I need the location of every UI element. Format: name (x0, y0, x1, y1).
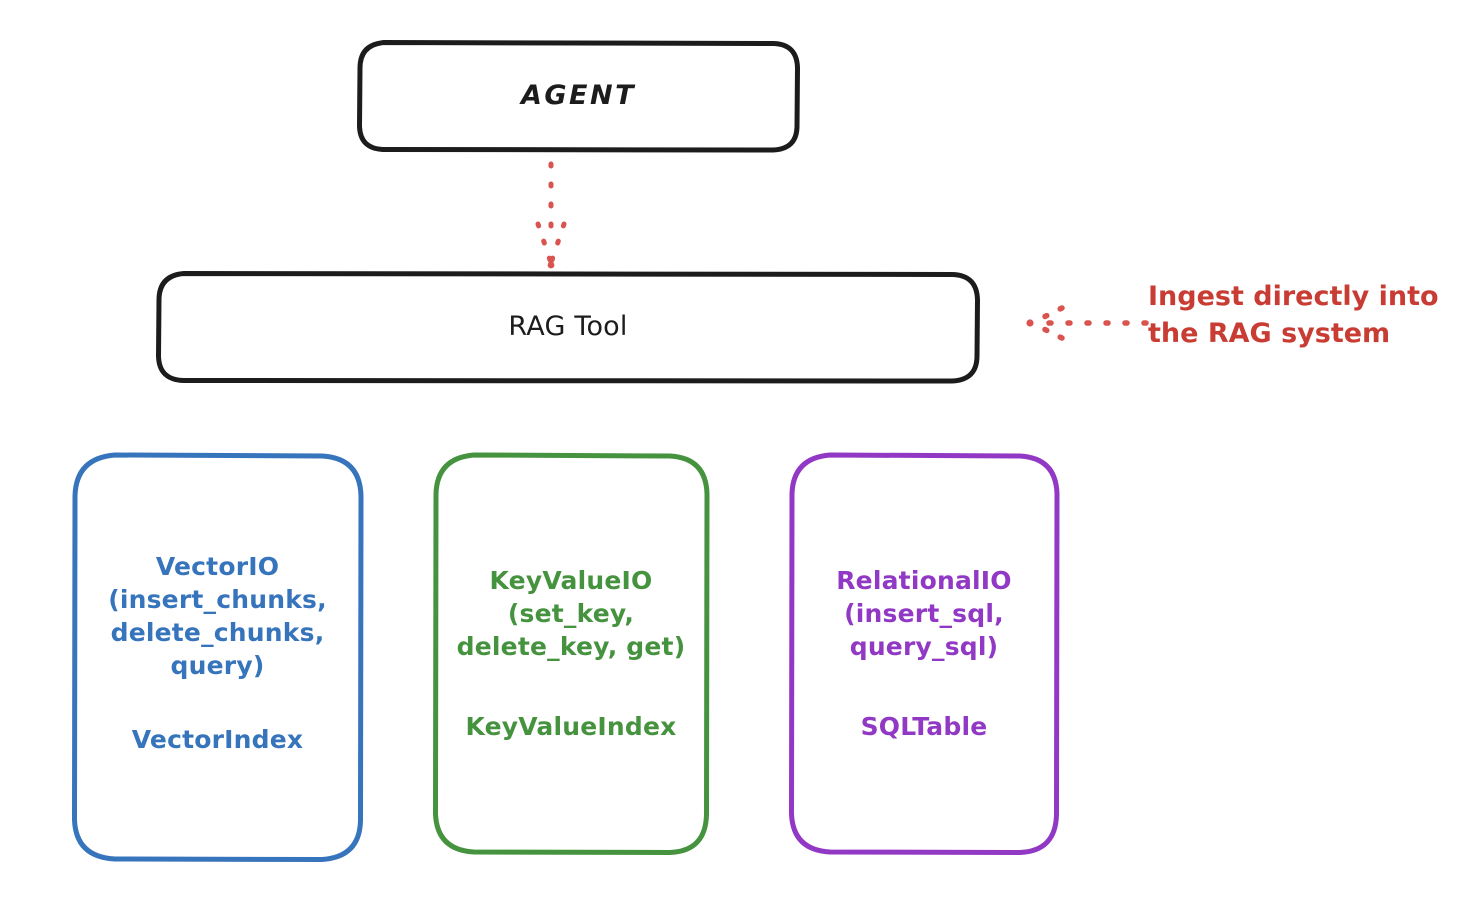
key-value-io-text-block: KeyValueIO (set_key, delete_key, get) Ke… (457, 452, 686, 764)
key-value-io-api-label: KeyValueIO (set_key, delete_key, get) (456, 566, 686, 662)
vector-io-index-label: VectorIndex (131, 725, 304, 755)
vector-io-text-block: VectorIO (insert_chunks, delete_chunks, … (108, 452, 327, 777)
ingest-annotation-text: Ingest directly into the RAG system (1148, 281, 1439, 350)
relational-io-text-block: RelationalIO (insert_sql, query_sql) SQL… (836, 452, 1012, 764)
rag-tool-label: RAG Tool (508, 311, 628, 343)
ingest-annotation-arrow (1026, 305, 1149, 341)
node-key-value-io[interactable]: KeyValueIO (set_key, delete_key, get) Ke… (432, 452, 710, 856)
node-agent[interactable]: AGENT (357, 40, 800, 153)
key-value-io-index-label: KeyValueIndex (465, 712, 677, 742)
node-rag-tool[interactable]: RAG Tool (156, 271, 980, 384)
relational-io-api-label: RelationalIO (insert_sql, query_sql) (836, 566, 1012, 662)
agent-label: AGENT (520, 80, 636, 112)
relational-io-index-label: SQLTable (860, 712, 988, 742)
agent-to-rag-tool-arrow (535, 161, 567, 269)
node-relational-io[interactable]: RelationalIO (insert_sql, query_sql) SQL… (788, 452, 1060, 856)
node-vector-io[interactable]: VectorIO (insert_chunks, delete_chunks, … (71, 452, 364, 863)
vector-io-api-label: VectorIO (insert_chunks, delete_chunks, … (108, 552, 327, 681)
